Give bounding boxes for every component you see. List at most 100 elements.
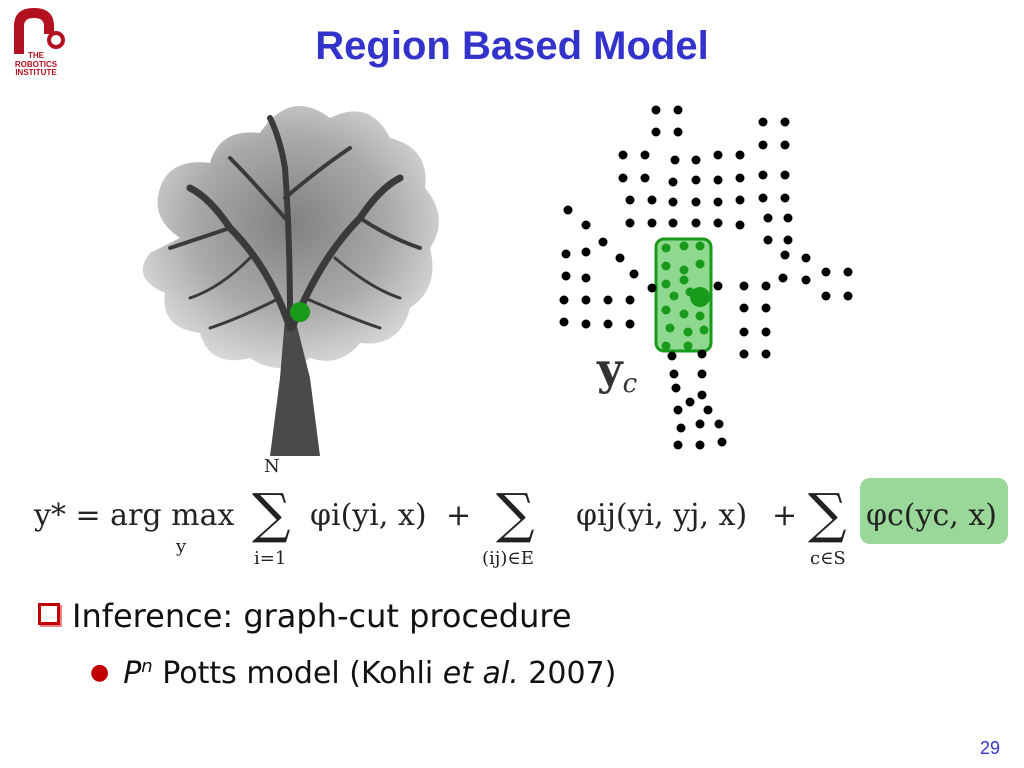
lattice-node — [598, 237, 608, 247]
logo-arch-icon — [14, 8, 65, 54]
pixel-marker — [290, 302, 310, 322]
logo-line: INSTITUTE — [15, 68, 57, 77]
lattice-node — [561, 271, 571, 281]
lattice-node — [647, 195, 657, 205]
sum1-upper: N — [264, 456, 280, 477]
lattice-node — [763, 213, 773, 223]
lattice-node — [651, 105, 661, 115]
lattice-node — [739, 281, 749, 291]
lattice-node — [625, 218, 635, 228]
lattice-node — [713, 197, 723, 207]
pixel-lattice — [559, 105, 853, 450]
lattice-node — [780, 250, 790, 260]
lattice-node — [603, 319, 613, 329]
lattice-node — [668, 177, 678, 187]
lattice-node — [761, 281, 771, 291]
lattice-node — [761, 349, 771, 359]
lattice-node — [780, 117, 790, 127]
lattice-node — [697, 390, 707, 400]
lattice-node — [618, 173, 628, 183]
unary-term: φi(yi, x) — [310, 498, 427, 533]
lattice-node — [761, 327, 771, 337]
lattice-node — [783, 235, 793, 245]
clique-node — [683, 341, 693, 351]
lattice-node — [735, 173, 745, 183]
lattice-node — [758, 117, 768, 127]
argmax-subscript: y — [176, 536, 187, 557]
lattice-node — [615, 253, 625, 263]
slide-title: Region Based Model — [315, 24, 709, 68]
lattice-node — [758, 193, 768, 203]
lattice-node — [713, 218, 723, 228]
sum1-lower: i=1 — [254, 548, 287, 569]
lattice-node — [625, 295, 635, 305]
lattice-node — [843, 267, 853, 277]
lattice-node — [735, 195, 745, 205]
logo-line: ROBOTICS — [14, 59, 58, 69]
lattice-node — [717, 437, 727, 447]
lattice-node — [695, 440, 705, 450]
lattice-node — [801, 275, 811, 285]
lattice-node — [651, 127, 661, 137]
clique-node — [679, 241, 689, 251]
tree-image — [142, 106, 439, 456]
lattice-node — [673, 405, 683, 415]
clique-node — [683, 327, 693, 337]
lattice-node — [685, 397, 695, 407]
lattice-node — [780, 193, 790, 203]
lattice-node — [713, 281, 723, 291]
clique-node — [665, 323, 675, 333]
lattice-node — [703, 405, 713, 415]
pairwise-term: φij(yi, yj, x) — [576, 498, 748, 533]
lattice-node — [629, 269, 639, 279]
lattice-node — [625, 195, 635, 205]
plus-sign: + — [772, 498, 798, 533]
lattice-node — [673, 127, 683, 137]
logo-line: THE — [28, 51, 44, 60]
equation-highlight — [860, 478, 1008, 544]
lattice-node — [714, 419, 724, 429]
lattice-node — [668, 197, 678, 207]
lattice-node — [778, 273, 788, 283]
sum2-symbol: ∑ — [496, 482, 535, 545]
clique-node — [695, 311, 705, 321]
lattice-node — [758, 140, 768, 150]
bullet-inference: Inference: graph-cut procedure — [38, 597, 572, 635]
lattice-node — [761, 303, 771, 313]
lattice-node — [668, 218, 678, 228]
lattice-node — [695, 419, 705, 429]
page-number: 29 — [979, 738, 1000, 758]
selected-pixel — [690, 287, 710, 307]
lattice-node — [640, 150, 650, 160]
clique-node — [661, 261, 671, 271]
lattice-node — [559, 317, 569, 327]
lattice-node — [618, 150, 628, 160]
lattice-node — [625, 319, 635, 329]
sum1-symbol: ∑ — [252, 482, 291, 545]
clique-node — [669, 291, 679, 301]
clique-node — [661, 341, 671, 351]
lattice-node — [559, 295, 569, 305]
lattice-node — [673, 105, 683, 115]
lattice-node — [640, 173, 650, 183]
clique-node — [695, 241, 705, 251]
clique-label: yc — [597, 344, 638, 399]
energy-equation: y* = arg max y N ∑ i=1 φi(yi, x) + ∑ (ij… — [28, 456, 1018, 576]
lattice-node — [667, 351, 677, 361]
region-term: φc(yc, x) — [866, 498, 997, 533]
equation-lhs: y* = arg max — [34, 498, 235, 533]
lattice-node — [691, 218, 701, 228]
clique-node — [661, 243, 671, 253]
lattice-node — [713, 175, 723, 185]
lattice-node — [739, 303, 749, 313]
lattice-node — [697, 349, 707, 359]
lattice-node — [713, 150, 723, 160]
clique-node — [661, 279, 671, 289]
bullet-dot-icon: ● — [90, 660, 110, 685]
lattice-node — [739, 327, 749, 337]
lattice-node — [821, 291, 831, 301]
sum3-lower: c∈S — [810, 548, 846, 569]
lattice-node — [603, 295, 613, 305]
lattice-node — [801, 253, 811, 263]
lattice-node — [780, 140, 790, 150]
